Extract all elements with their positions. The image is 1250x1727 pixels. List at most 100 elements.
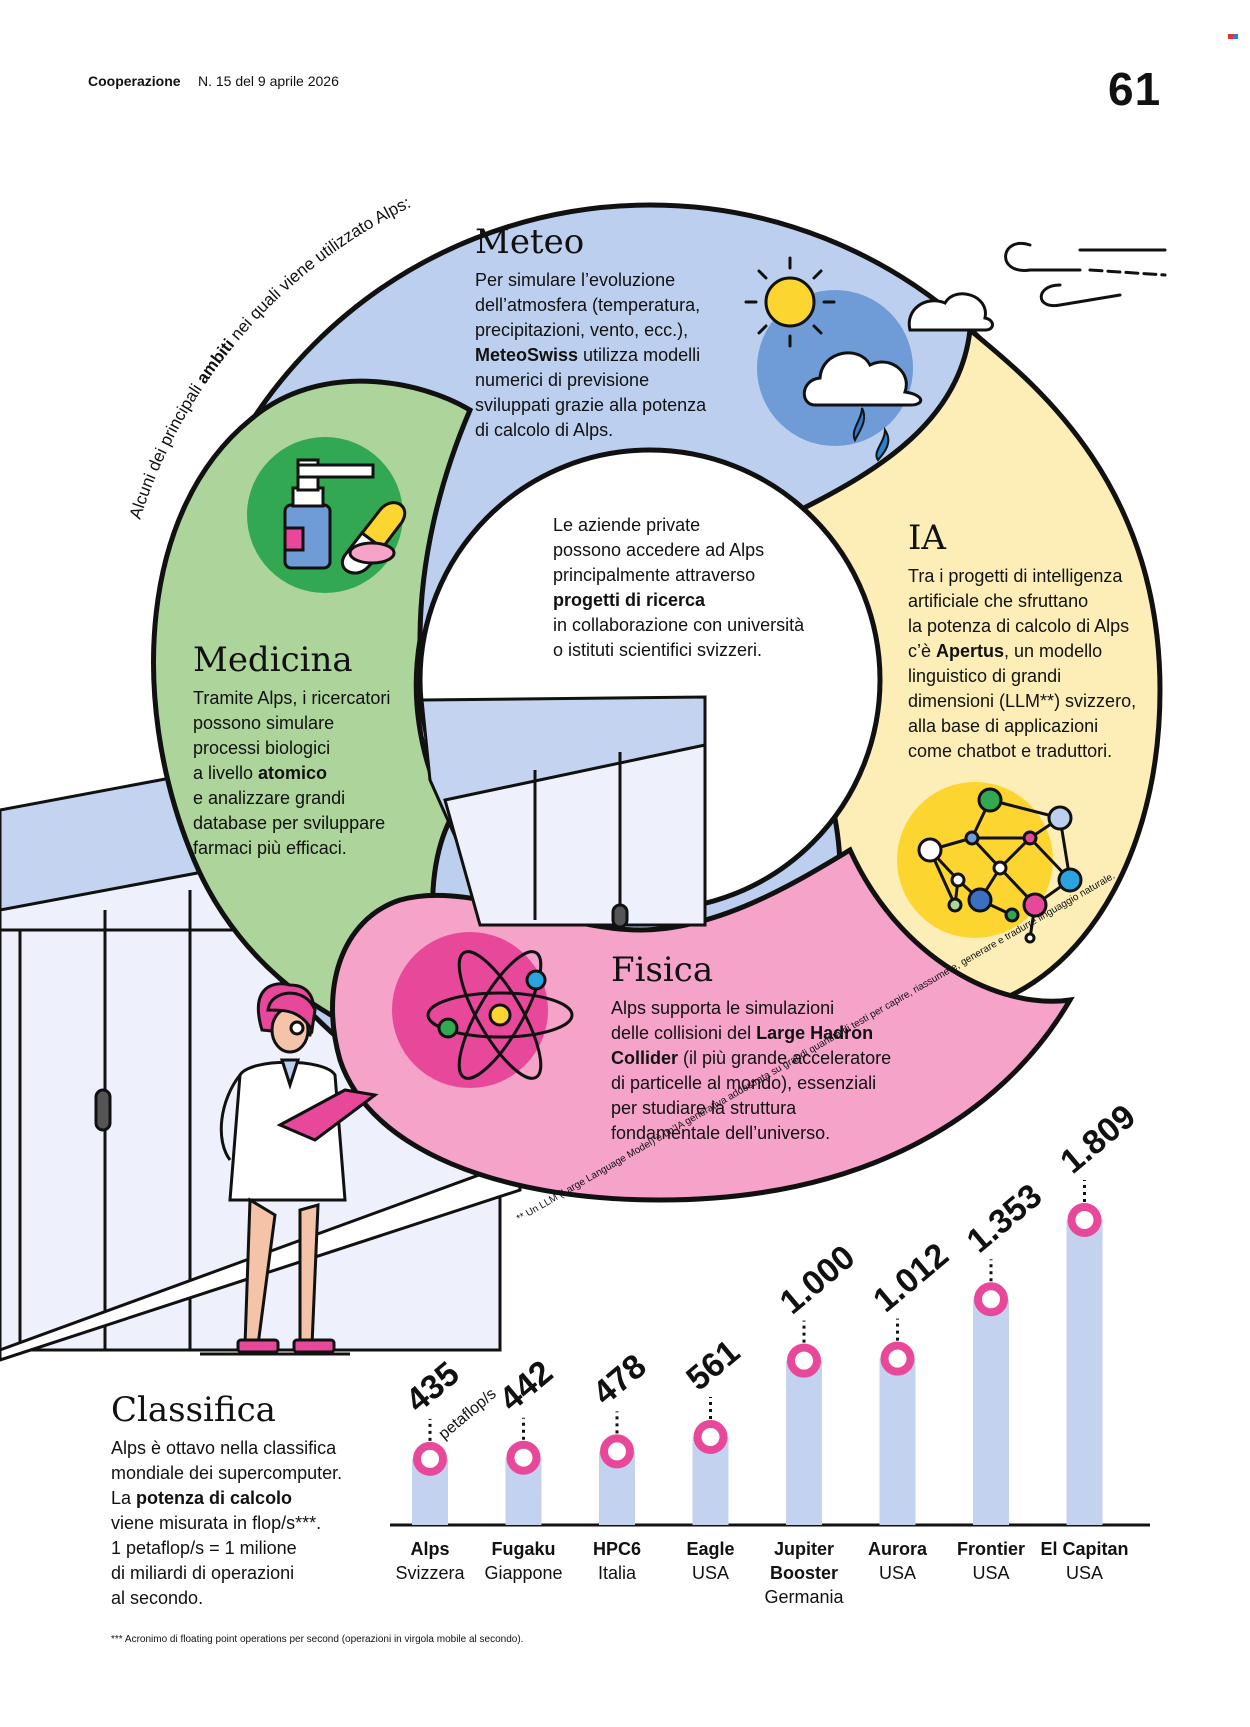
center-line: principalmente attraverso bbox=[553, 565, 756, 585]
text-fragment: (il più grande acceleratore bbox=[678, 1048, 892, 1068]
section-title: Classifica bbox=[111, 1390, 276, 1430]
section-meteo: Meteo Per simulare l’evoluzione dell’atm… bbox=[475, 222, 775, 443]
text-line: alla base di applicazioni bbox=[908, 716, 1099, 736]
text-line: possono simulare bbox=[193, 713, 335, 733]
bar-value-label: 1.012 bbox=[866, 1236, 956, 1320]
section-fisica: Fisica Alps supporta le simulazioni dell… bbox=[611, 950, 931, 1146]
bar-value-label: 442 bbox=[492, 1353, 560, 1419]
bar-country-label: Svizzera bbox=[395, 1563, 465, 1583]
text-fragment: delle collisioni del bbox=[611, 1023, 757, 1043]
text-line: linguistico di grandi bbox=[908, 666, 1062, 686]
bar-marker bbox=[1067, 1203, 1102, 1237]
text-line: viene misurata in flop/s***. bbox=[111, 1513, 322, 1533]
section-text: Tra i progetti di intelligenza artificia… bbox=[908, 564, 1188, 764]
center-line: in collaborazione con università bbox=[553, 615, 805, 635]
bar-country-label: Italia bbox=[598, 1563, 637, 1583]
section-text: Alps supporta le simulazioni delle colli… bbox=[611, 996, 931, 1146]
text-line: precipitazioni, vento, ecc.), bbox=[475, 320, 689, 340]
bold-term: MeteoSwiss bbox=[475, 345, 579, 365]
section-text: Tramite Alps, i ricercatori possono simu… bbox=[193, 686, 433, 861]
bar-category-label: Eagle bbox=[686, 1539, 734, 1559]
section-title: Medicina bbox=[193, 640, 353, 680]
bold-term: Apertus bbox=[936, 641, 1005, 661]
issue-info: N. 15 del 9 aprile 2026 bbox=[198, 73, 339, 89]
text-line: al secondo. bbox=[111, 1588, 204, 1608]
bar-country-label: Giappone bbox=[484, 1563, 562, 1583]
text-line: La potenza di calcolo bbox=[111, 1486, 371, 1511]
text-line: database per sviluppare bbox=[193, 813, 386, 833]
text-line: artificiale che sfruttano bbox=[908, 591, 1089, 611]
section-title: IA bbox=[908, 518, 946, 558]
bar-category-label: HPC6 bbox=[593, 1539, 641, 1559]
bar-marker bbox=[600, 1434, 634, 1469]
bar-value-label: 435 bbox=[399, 1354, 467, 1420]
text-line: Tra i progetti di intelligenza bbox=[908, 566, 1123, 586]
bar-country-label: USA bbox=[879, 1563, 916, 1583]
bar-category-label: Jupiter bbox=[774, 1539, 834, 1559]
bar-marker bbox=[880, 1341, 915, 1376]
bar-marker bbox=[693, 1420, 728, 1455]
bar-value-label: 1.809 bbox=[1053, 1097, 1143, 1181]
center-line: o istituti scientifici svizzeri. bbox=[553, 640, 763, 660]
text-line: a livello atomico bbox=[193, 761, 433, 786]
text-line: sviluppati grazie alla potenza bbox=[475, 395, 707, 415]
text-line: la potenza di calcolo di Alps bbox=[908, 616, 1130, 636]
flops-footnote: *** Acronimo di floating point operation… bbox=[111, 1634, 524, 1645]
bar-value-label: 1.353 bbox=[960, 1177, 1050, 1261]
bar-marker bbox=[787, 1343, 821, 1378]
center-text: Le aziende private possono accedere ad A… bbox=[553, 513, 843, 663]
bar-jupiter-booster bbox=[786, 1360, 822, 1525]
text-line: farmaci più efficaci. bbox=[193, 838, 347, 858]
scientist-illustration bbox=[200, 982, 379, 1356]
text-line: come chatbot e traduttori. bbox=[908, 741, 1113, 761]
bar-category-label: Alps bbox=[410, 1539, 449, 1559]
text-fragment: utilizza modelli bbox=[578, 345, 701, 365]
text-line: delle collisioni del Large Hadron bbox=[611, 1021, 931, 1046]
neural-network-icon bbox=[897, 782, 1083, 944]
text-fragment: a livello bbox=[193, 763, 259, 783]
bar-country-label: USA bbox=[1066, 1563, 1103, 1583]
text-line: di miliardi di operazioni bbox=[111, 1563, 295, 1583]
bar-category-label: El Capitan bbox=[1040, 1539, 1128, 1559]
publication-name: Cooperazione bbox=[88, 73, 181, 89]
weather-icon bbox=[744, 241, 1167, 462]
bar-value-label: 478 bbox=[586, 1347, 654, 1413]
print-mark bbox=[1233, 34, 1238, 39]
text-line: di calcolo di Alps. bbox=[475, 420, 614, 440]
text-line: Per simulare l’evoluzione bbox=[475, 270, 676, 290]
bar-value-label: 1.000 bbox=[773, 1238, 863, 1322]
section-text: Per simulare l’evoluzione dell’atmosfera… bbox=[475, 268, 775, 443]
text-line: MeteoSwiss utilizza modelli bbox=[475, 343, 775, 368]
text-line: di particelle al mondo), essenziali bbox=[611, 1073, 877, 1093]
atom-icon bbox=[392, 932, 574, 1088]
print-mark bbox=[1228, 34, 1233, 39]
bar-category-label: Frontier bbox=[957, 1539, 1025, 1559]
section-text: Alps è ottavo nella classifica mondiale … bbox=[111, 1436, 371, 1611]
section-medicina: Medicina Tramite Alps, i ricercatori pos… bbox=[193, 640, 433, 861]
bold-term: Collider bbox=[611, 1048, 679, 1068]
center-line: possono accedere ad Alps bbox=[553, 540, 765, 560]
text-line: e analizzare grandi bbox=[193, 788, 346, 808]
bar-category-label: Aurora bbox=[868, 1539, 928, 1559]
section-ia: IA Tra i progetti di intelligenza artifi… bbox=[908, 518, 1188, 764]
bar-country-label: Germania bbox=[764, 1587, 844, 1607]
text-line: Tramite Alps, i ricercatori bbox=[193, 688, 391, 708]
text-line: fondamentale dell’universo. bbox=[611, 1123, 831, 1143]
building-in-hole bbox=[420, 695, 707, 929]
center-line: Le aziende private bbox=[553, 515, 701, 535]
text-line: Collider (il più grande acceleratore bbox=[611, 1046, 931, 1071]
section-classifica: Classifica Alps è ottavo nella classific… bbox=[111, 1390, 371, 1611]
text-line: Alps supporta le simulazioni bbox=[611, 998, 835, 1018]
center-line-bold: progetti di ricerca bbox=[553, 590, 706, 610]
bold-term: Large Hadron bbox=[756, 1023, 874, 1043]
bar-el-capitan bbox=[1066, 1220, 1103, 1525]
bar-marker bbox=[506, 1440, 541, 1475]
bar-country-label: USA bbox=[692, 1563, 729, 1583]
text-line: numerici di previsione bbox=[475, 370, 650, 390]
text-line: processi biologici bbox=[193, 738, 331, 758]
bar-aurora bbox=[879, 1358, 916, 1525]
bold-term: atomico bbox=[258, 763, 328, 783]
bar-value-label: 561 bbox=[679, 1333, 747, 1399]
